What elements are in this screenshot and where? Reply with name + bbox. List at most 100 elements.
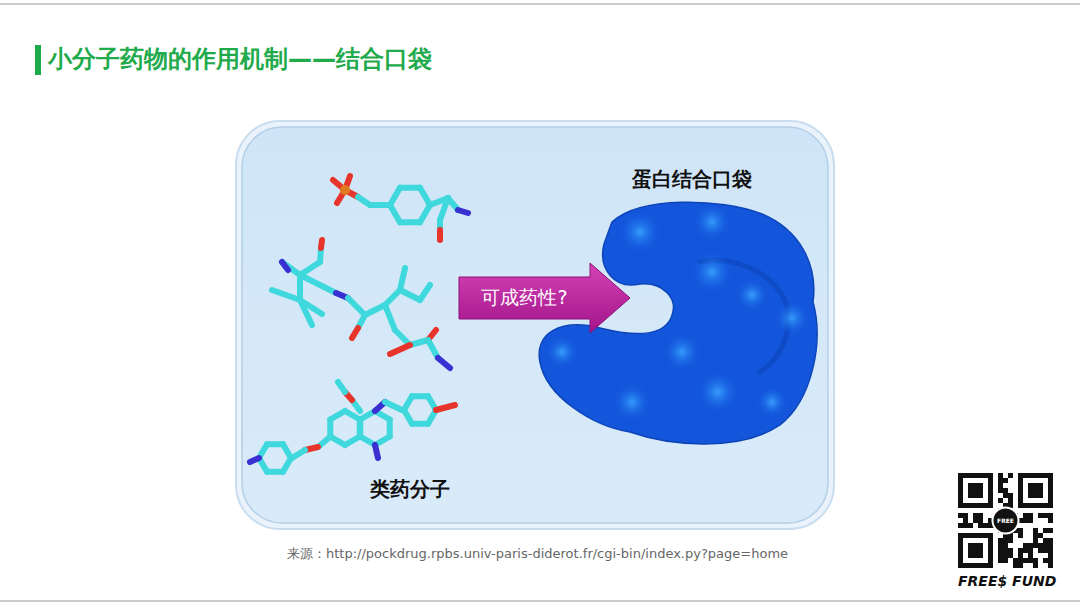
qr-module	[1018, 563, 1023, 568]
qr-module	[963, 518, 968, 523]
qr-module	[1043, 543, 1048, 548]
panel-glow	[236, 121, 834, 529]
qr-module	[1028, 553, 1033, 558]
title-bar	[35, 45, 41, 75]
bond	[437, 230, 443, 240]
qr-module	[998, 538, 1003, 543]
qr-module	[1048, 513, 1053, 518]
qr-module	[978, 518, 983, 523]
qr-module	[998, 543, 1003, 548]
qr-finder	[968, 483, 983, 498]
qr-finder	[1018, 473, 1053, 508]
qr-module	[1018, 533, 1023, 538]
qr-module	[998, 488, 1003, 493]
qr-module	[998, 478, 1003, 483]
qr-module	[1028, 558, 1033, 563]
qr-logo-text: FREE	[997, 517, 1014, 524]
qr-module	[998, 483, 1003, 488]
qr-module	[1003, 538, 1008, 543]
bond	[385, 290, 400, 305]
qr-module	[1038, 533, 1043, 538]
qr-module	[978, 523, 983, 528]
bond	[365, 305, 385, 315]
bond	[282, 262, 288, 270]
qr-module	[1043, 538, 1048, 543]
qr-module	[978, 513, 983, 518]
qr-module	[998, 473, 1003, 478]
slide-title: 小分子药物的作用机制——结合口袋	[48, 43, 432, 75]
qr-module	[1048, 543, 1053, 548]
qr-finder	[1028, 483, 1043, 498]
bond	[282, 262, 300, 275]
qr-module	[1018, 558, 1023, 563]
qr-module	[1023, 543, 1028, 548]
qr-module	[1043, 558, 1048, 563]
qr-module	[1033, 563, 1038, 568]
qr-module	[1028, 543, 1033, 548]
qr-module	[1018, 548, 1023, 553]
qr-finder	[963, 478, 988, 503]
phosphorus-atom	[340, 185, 350, 195]
bond	[300, 300, 312, 325]
qr-module	[1008, 538, 1013, 543]
bottom-rule	[0, 601, 1080, 602]
protein-pocket	[539, 202, 817, 444]
bond	[400, 268, 405, 290]
molecule-group: 类药分子	[250, 150, 459, 515]
bond	[375, 445, 378, 458]
qr-module	[963, 523, 968, 528]
qr-module	[1028, 548, 1033, 553]
bond	[385, 305, 395, 330]
qr-module	[1013, 558, 1018, 563]
qr-module	[1033, 528, 1038, 533]
qr-module	[1013, 563, 1018, 568]
qr-module	[1043, 528, 1048, 533]
qr-module	[1008, 498, 1013, 503]
qr-logo-ring	[992, 507, 1020, 535]
qr-module	[998, 498, 1003, 503]
bond	[400, 290, 420, 300]
qr-module	[958, 523, 963, 528]
brand-watermark: FREE$ FUND	[958, 573, 1056, 589]
qr-code	[956, 471, 1055, 570]
bond	[358, 197, 370, 205]
qr-module	[1023, 558, 1028, 563]
bond	[385, 402, 402, 410]
bond	[292, 450, 305, 458]
qr-module	[963, 513, 968, 518]
qr-module	[1038, 543, 1043, 548]
qr-finder	[1023, 478, 1048, 503]
qr-module	[1048, 528, 1053, 533]
bond	[283, 444, 291, 458]
qr-module	[1008, 548, 1013, 553]
arrow-label: 可成药性?	[481, 285, 567, 311]
qr-module	[973, 518, 978, 523]
bond	[428, 340, 438, 358]
qr-finder	[958, 473, 993, 508]
qr-module	[998, 558, 1003, 563]
qr-module	[1033, 533, 1038, 538]
qr-module	[1003, 553, 1008, 558]
bond	[250, 458, 259, 462]
bond	[321, 240, 322, 248]
bond	[352, 328, 358, 338]
bond	[440, 198, 448, 220]
qr-module	[1003, 543, 1008, 548]
bond	[338, 382, 345, 392]
bond	[436, 405, 455, 410]
qr-module	[1003, 493, 1008, 498]
top-rule	[0, 4, 1080, 5]
qr-module	[1028, 518, 1033, 523]
qr-finder	[963, 538, 988, 563]
qr-module	[1033, 558, 1038, 563]
qr-module	[973, 513, 978, 518]
bond	[390, 345, 410, 354]
qr-module	[1018, 528, 1023, 533]
bond	[420, 285, 430, 300]
qr-module	[1003, 558, 1008, 563]
qr-module	[1048, 553, 1053, 558]
bond	[272, 290, 300, 300]
qr-logo	[994, 509, 1018, 533]
qr-module	[1038, 548, 1043, 553]
qr-module	[968, 523, 973, 528]
